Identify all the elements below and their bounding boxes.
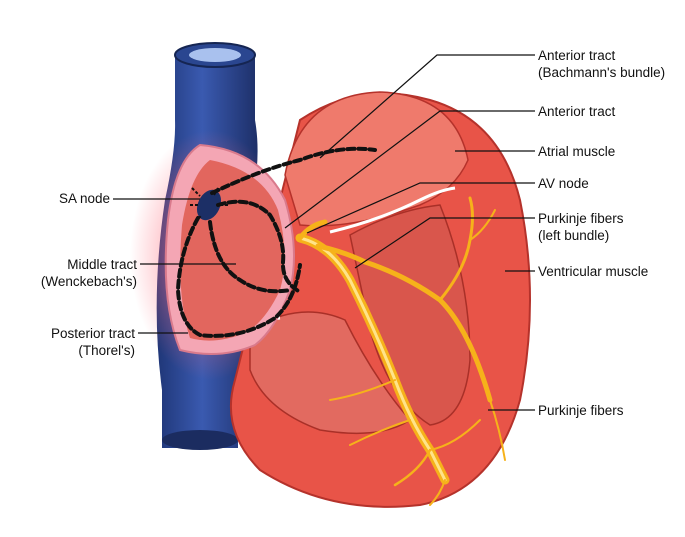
leader-lines — [113, 54, 535, 411]
conduction-system — [295, 196, 506, 506]
label-middle-tract: Middle tract (Wenckebach's) — [40, 257, 137, 289]
label-av-node: AV node — [538, 176, 589, 191]
label-posterior-tract: Posterior tract (Thorel's) — [50, 326, 135, 358]
sa-node — [190, 187, 228, 223]
label-purkinje-fibers: Purkinje fibers — [538, 403, 624, 418]
label-ventricular-muscle: Ventricular muscle — [538, 264, 649, 279]
label-anterior-tract-bachmann: Anterior tract (Bachmann's bundle) — [538, 48, 666, 80]
label-atrial-muscle: Atrial muscle — [538, 144, 616, 159]
internodal-tracts — [175, 146, 377, 338]
label-sa-node: SA node — [58, 191, 110, 206]
label-anterior-tract: Anterior tract — [538, 104, 616, 119]
label-purkinje-left-bundle: Purkinje fibers (left bundle) — [538, 211, 624, 243]
